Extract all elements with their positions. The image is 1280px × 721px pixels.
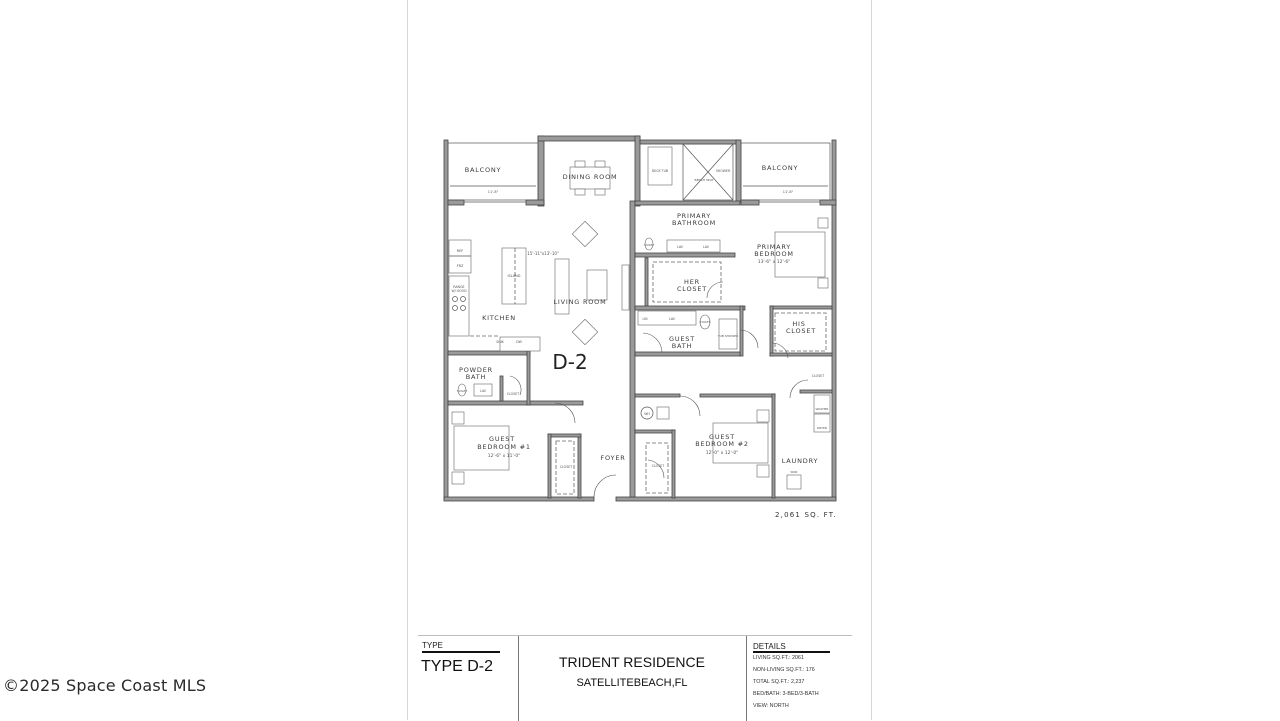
details-heading: DETAILS xyxy=(753,642,786,651)
fixtures xyxy=(448,143,831,495)
divider xyxy=(518,636,519,721)
svg-text:11'-8": 11'-8" xyxy=(488,190,499,194)
svg-text:BATHROOM: BATHROOM xyxy=(672,219,716,227)
project-location: SATELLITEBEACH,FL xyxy=(576,677,688,689)
type-underline xyxy=(422,651,500,653)
svg-text:WH: WH xyxy=(644,412,650,416)
svg-text:BENCH SEAT: BENCH SEAT xyxy=(695,178,714,182)
svg-text:DRYER: DRYER xyxy=(817,426,827,430)
title-block: TYPE TYPE D-2 TRIDENT RESIDENCE SATELLIT… xyxy=(418,635,852,721)
powder-bath-label: POWDER xyxy=(459,366,493,374)
svg-text:LIN: LIN xyxy=(642,317,648,321)
svg-text:LAV: LAV xyxy=(703,245,710,249)
balcony-left-label: BALCONY xyxy=(465,166,502,174)
guest-bedroom-1-label: GUEST xyxy=(489,435,515,443)
interior-walls xyxy=(447,200,833,499)
guest-bath-label: GUEST xyxy=(669,335,695,343)
svg-text:CLOSET: CLOSET xyxy=(507,392,519,396)
svg-text:LAV: LAV xyxy=(669,317,676,321)
total-area-label: 2,061 SQ. FT. xyxy=(775,511,837,519)
floor-plan-sheet xyxy=(407,0,872,720)
living-room-label: LIVING ROOM xyxy=(553,298,606,306)
primary-bathroom-label: PRIMARY xyxy=(677,212,711,220)
svg-text:TUB SHOWER: TUB SHOWER xyxy=(717,334,739,338)
svg-text:CLOSET: CLOSET xyxy=(786,327,816,335)
type-value: TYPE D-2 xyxy=(421,658,494,675)
svg-text:WASHER: WASHER xyxy=(816,407,829,411)
svg-text:DECK TUB: DECK TUB xyxy=(652,169,668,173)
svg-text:CLOSET: CLOSET xyxy=(652,464,664,468)
svg-text:CLOSET: CLOSET xyxy=(560,465,572,469)
svg-text:12'-0" x 12'-0": 12'-0" x 12'-0" xyxy=(706,450,739,456)
exterior-walls xyxy=(443,135,837,502)
detail-total-sqft: TOTAL SQ.FT.: 2,237 xyxy=(753,679,805,685)
svg-text:TOILET: TOILET xyxy=(643,243,655,247)
copyright-watermark: ©2025 Space Coast MLS xyxy=(3,676,207,695)
svg-text:15'-11"x13'-10": 15'-11"x13'-10" xyxy=(527,251,559,256)
svg-text:12'-6" x 11'-0": 12'-6" x 11'-0" xyxy=(488,453,521,459)
svg-text:BATH: BATH xyxy=(466,373,486,381)
doors xyxy=(509,281,809,498)
type-heading: TYPE xyxy=(422,641,443,650)
svg-text:LAV: LAV xyxy=(677,245,684,249)
detail-view: VIEW: NORTH xyxy=(753,703,789,709)
svg-text:BATH: BATH xyxy=(672,342,692,350)
svg-text:13'-6" x 12'-6": 13'-6" x 12'-6" xyxy=(758,259,791,265)
detail-non-living-sqft: NON-LIVING SQ.FT.: 176 xyxy=(753,667,815,673)
divider xyxy=(746,636,747,721)
svg-text:CLOSET: CLOSET xyxy=(677,285,707,293)
svg-text:REF: REF xyxy=(457,249,464,253)
project-name: TRIDENT RESIDENCE xyxy=(559,654,705,670)
kitchen-label: KITCHEN xyxy=(482,314,516,322)
svg-text:SHOWER: SHOWER xyxy=(716,169,731,173)
svg-text:W/ HOOD: W/ HOOD xyxy=(451,289,467,293)
svg-text:BEDROOM #2: BEDROOM #2 xyxy=(695,440,749,448)
detail-bed-bath: BED/BATH: 3-BED/3-BATH xyxy=(753,691,819,697)
svg-text:11'-8": 11'-8" xyxy=(783,190,794,194)
svg-text:ISLAND: ISLAND xyxy=(508,274,521,278)
foyer-label: FOYER xyxy=(600,454,625,462)
detail-living-sqft: LIVING SQ.FT.: 2061 xyxy=(753,655,804,661)
svg-text:RANGE: RANGE xyxy=(453,285,464,289)
laundry-label: LAUNDRY xyxy=(782,457,819,465)
svg-text:BEDROOM: BEDROOM xyxy=(754,250,794,258)
svg-text:FRZ: FRZ xyxy=(457,264,464,268)
her-closet-label: HER xyxy=(684,278,700,286)
svg-text:TOILET: TOILET xyxy=(699,320,711,324)
unit-label: D-2 xyxy=(552,350,587,374)
svg-text:BEDROOM #1: BEDROOM #1 xyxy=(477,443,531,451)
svg-text:SINK: SINK xyxy=(496,340,504,344)
svg-text:SINK: SINK xyxy=(790,470,798,474)
primary-bedroom-label: PRIMARY xyxy=(757,243,791,251)
svg-text:LAV: LAV xyxy=(480,389,487,393)
svg-text:DW: DW xyxy=(516,340,522,344)
his-closet-label: HIS xyxy=(792,320,805,328)
details-underline xyxy=(753,651,830,653)
svg-text:CLOSET: CLOSET xyxy=(812,374,824,378)
balcony-right-label: BALCONY xyxy=(762,164,799,172)
dining-room-label: DINING ROOM xyxy=(563,173,618,181)
guest-bedroom-2-label: GUEST xyxy=(709,433,735,441)
svg-text:TOILET: TOILET xyxy=(456,389,468,393)
